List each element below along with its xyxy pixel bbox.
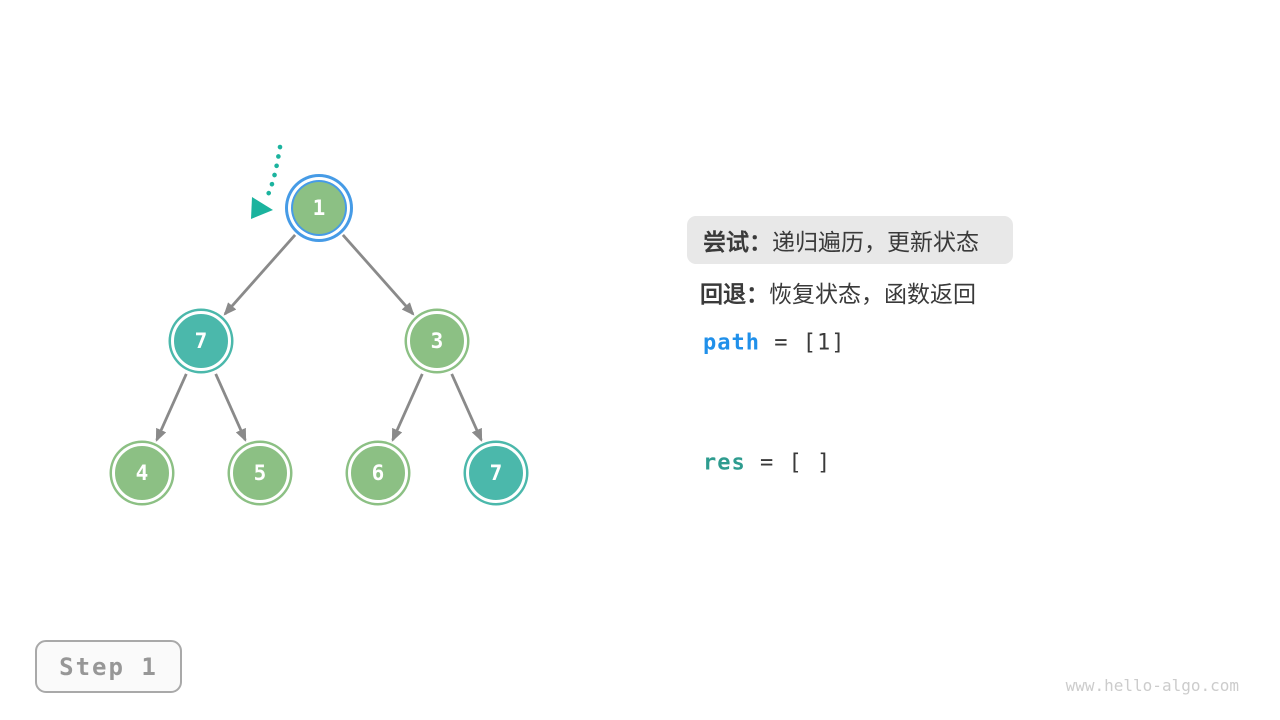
tree-node-7-left: 7 bbox=[171, 311, 231, 371]
edge-3-6 bbox=[391, 373, 424, 442]
tree-node-4: 4 bbox=[112, 443, 172, 503]
step-badge: Step 1 bbox=[35, 640, 182, 693]
try-text: 递归遍历，更新状态 bbox=[772, 229, 979, 255]
edge-7-4 bbox=[155, 373, 188, 442]
current-node-pointer-icon bbox=[251, 144, 283, 219]
backtrack-keyword: 回退： bbox=[700, 281, 769, 307]
try-keyword: 尝试： bbox=[703, 229, 772, 255]
try-action-callout: 尝试：递归遍历，更新状态 bbox=[687, 216, 1013, 264]
tree-node-6: 6 bbox=[348, 443, 408, 503]
tree-node-7-leaf: 7 bbox=[466, 443, 526, 503]
tree-edges bbox=[155, 233, 483, 442]
path-variable-line: path = [1] bbox=[703, 331, 845, 356]
path-operator: = bbox=[774, 330, 789, 356]
path-value: [1] bbox=[802, 330, 846, 356]
edge-1-7 bbox=[223, 233, 297, 316]
edge-3-7 bbox=[450, 373, 483, 442]
tree-node-1-current: 1 bbox=[293, 182, 345, 234]
path-variable-name: path bbox=[703, 330, 760, 356]
res-value: [ ] bbox=[788, 450, 832, 476]
tree-node-3: 3 bbox=[407, 311, 467, 371]
backtrack-action-line: 回退：恢复状态，函数返回 bbox=[700, 275, 976, 309]
res-operator: = bbox=[760, 450, 775, 476]
edge-7-5 bbox=[214, 373, 247, 442]
backtrack-text: 恢复状态，函数返回 bbox=[769, 281, 976, 307]
edge-1-3 bbox=[341, 233, 415, 316]
res-variable-line: res = [ ] bbox=[703, 451, 831, 476]
tree-node-5: 5 bbox=[230, 443, 290, 503]
res-variable-name: res bbox=[703, 450, 746, 476]
watermark: www.hello-algo.com bbox=[1065, 676, 1239, 695]
